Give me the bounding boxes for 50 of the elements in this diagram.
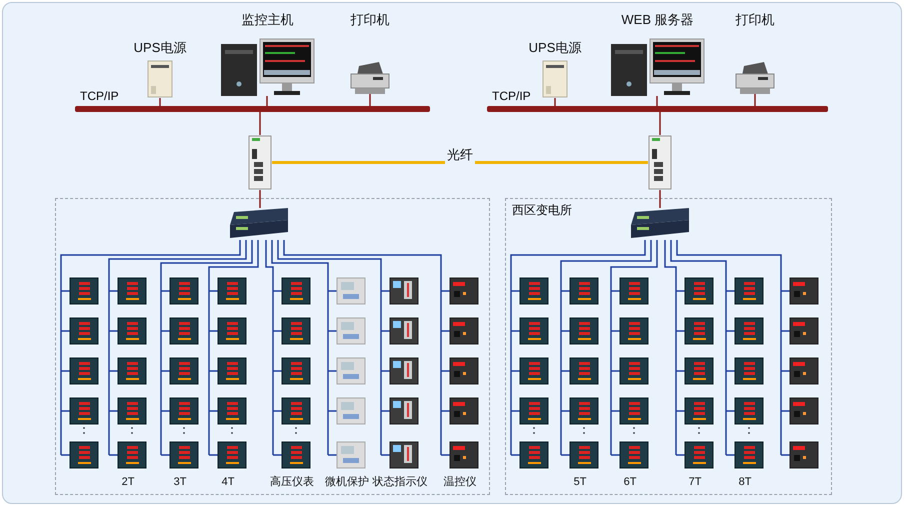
connector-line [277, 240, 382, 272]
column-label: 2T [122, 475, 134, 489]
connector-line [160, 240, 253, 272]
edge-label: 光纤 [445, 146, 475, 164]
connector-line [610, 240, 658, 272]
device-label: 打印机 [736, 12, 774, 27]
connector-line [259, 112, 261, 135]
connector-line [208, 240, 259, 272]
device-label: UPS电源 [528, 40, 582, 55]
connector-line [510, 240, 646, 272]
device-label: 打印机 [350, 12, 390, 27]
connector-line [259, 190, 261, 208]
connector-line [108, 240, 247, 272]
column-label: 4T [222, 475, 234, 489]
column-label: 6T [624, 475, 636, 489]
connector-line [159, 98, 161, 106]
dashed-area-frame [55, 198, 490, 495]
connector-line [659, 112, 661, 135]
connector-line [656, 96, 658, 106]
column-label: 微机保护 [325, 475, 369, 489]
connector-line [664, 240, 677, 272]
column-label: 8T [738, 475, 752, 489]
column-label: 温控仪 [444, 475, 476, 489]
connector-line [554, 98, 556, 106]
connector-line [60, 240, 241, 272]
device-label: UPS电源 [134, 40, 186, 55]
connector-line [659, 190, 661, 208]
connector-line [266, 96, 268, 106]
column-label: 高压仪表 [270, 475, 314, 489]
network-bus-bar [487, 106, 828, 112]
connector-line [283, 240, 442, 272]
connector-line [670, 240, 727, 272]
column-label: 3T [174, 475, 186, 489]
protocol-label: TCP/IP [492, 89, 531, 103]
connector-line [369, 94, 371, 106]
device-label: 监控主机 [242, 12, 294, 27]
column-label: 5T [574, 475, 586, 489]
connector-line [560, 240, 652, 272]
column-label: 状态指示仪 [372, 475, 428, 489]
connector-line [265, 240, 274, 272]
connector-line [271, 240, 329, 272]
network-bus-bar [75, 106, 430, 112]
connector-line [272, 161, 648, 164]
connector-line [754, 94, 756, 106]
connector-line [676, 240, 782, 272]
dashed-area-frame [505, 198, 832, 495]
column-label: 7T [688, 475, 702, 489]
area-title: 西区变电所 [512, 202, 572, 219]
device-label: WEB 服务器 [621, 12, 694, 27]
protocol-label: TCP/IP [80, 89, 119, 103]
